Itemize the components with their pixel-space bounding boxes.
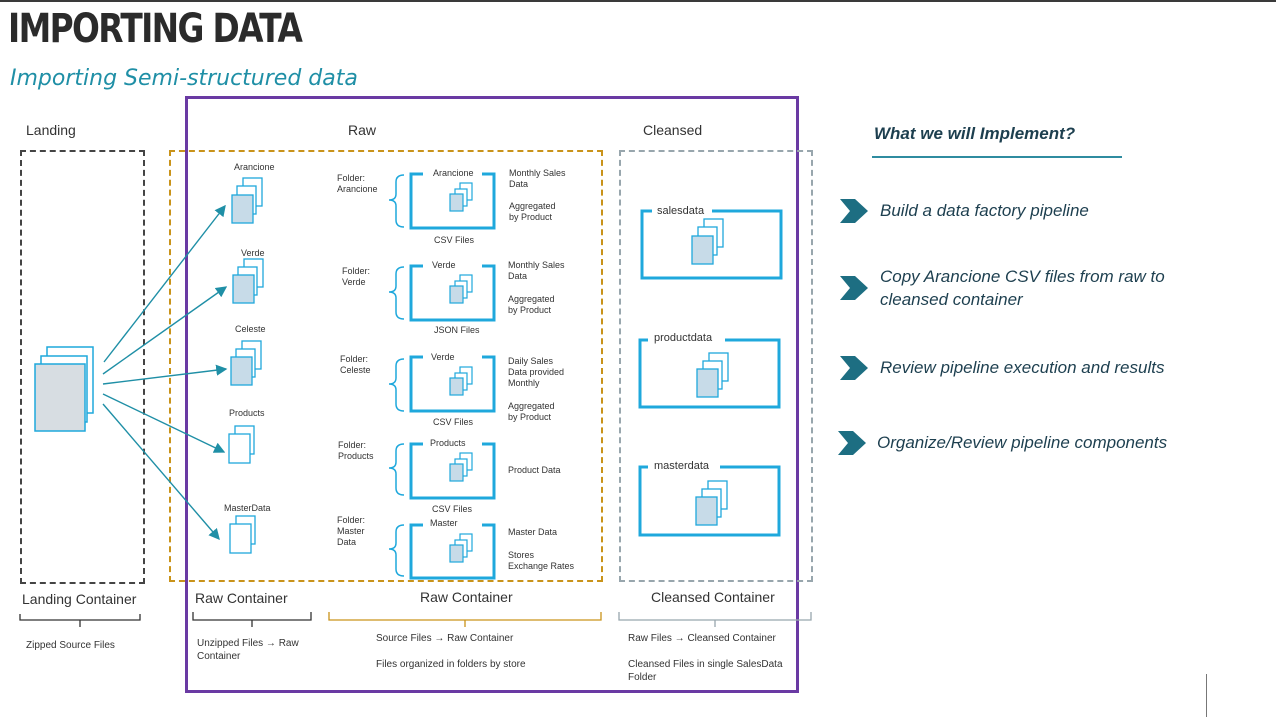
file-icon-celeste [230, 340, 262, 386]
page-subtitle: Importing Semi-structured data [10, 66, 358, 91]
cleansed-container-productdata-graphic [638, 338, 781, 409]
landing-container-note: Zipped Source Files [26, 640, 115, 651]
zone-label-raw: Raw [348, 122, 377, 138]
raw-folder-box-label: Products [430, 438, 466, 448]
implement-item: Copy Arancione CSV files from raw to cle… [880, 267, 1165, 309]
raw-folder-file-type: CSV Files [434, 235, 475, 245]
implementation-scope-frame [185, 96, 799, 693]
raw-folder-box-label: Arancione [433, 168, 474, 178]
landing-zip-file-icon [34, 346, 94, 432]
raw-folder-box-label: Master [430, 518, 458, 528]
cleansed-label-productdata: productdata [654, 332, 713, 344]
arrow-to-arancione [103, 204, 226, 363]
cleansed-container-masterdata-graphic [638, 465, 781, 537]
arrow-to-masterdata [102, 403, 220, 541]
file-label-arancione: Arancione [234, 162, 275, 172]
file-label-verde: Verde [241, 248, 265, 258]
raw-folder-verde-graphic [388, 264, 496, 322]
raw-folder-products-graphic [388, 442, 496, 500]
arrow-to-celeste [102, 364, 228, 385]
file-label-masterdata: MasterData [224, 503, 271, 513]
diagram-graphics [19, 172, 812, 627]
implement-item: Organize/Review pipeline components [877, 433, 1168, 452]
raw-folder-celeste-graphic [388, 355, 496, 413]
raw-folder-box-label: Verde [431, 352, 455, 362]
raw-container-right-note-1: Source Files → Raw Container [376, 633, 514, 644]
raw-container-left-note: Unzipped Files → Raw Container [197, 638, 299, 662]
cleansed-label-masterdata: masterdata [654, 460, 710, 472]
cleansed-container-note-1: Raw Files → Cleansed Container [628, 633, 776, 644]
raw-folder-file-type: JSON Files [434, 325, 480, 335]
raw-folder-master-graphic [388, 523, 496, 580]
landing-arrows [102, 204, 228, 541]
implement-title-underline [872, 156, 1122, 158]
file-icon-arancione [231, 177, 263, 224]
implement-title: What we will Implement? [874, 124, 1076, 143]
file-label-products: Products [229, 408, 265, 418]
raw-folder-description: Product Data [508, 465, 561, 475]
cleansed-label-salesdata: salesdata [657, 205, 705, 217]
chevron-right-icon [840, 276, 868, 300]
page-title: IMPORTING DATA [8, 6, 303, 52]
file-icon-verde [232, 258, 264, 304]
raw-folder-box-label: Verde [432, 260, 456, 270]
raw-folder-arancione-graphic [388, 172, 496, 230]
landing-zone-frame [20, 150, 145, 584]
zone-label-cleansed: Cleansed [643, 122, 703, 138]
raw-container-right-note-2: Files organized in folders by store [376, 659, 526, 670]
raw-container-right-label: Raw Container [420, 589, 513, 605]
raw-zone-frame [169, 150, 603, 582]
chevron-right-icon [840, 199, 868, 223]
arrow-to-products [102, 393, 226, 453]
raw-container-left-label: Raw Container [195, 590, 288, 606]
raw-folder-label: Folder:Verde [342, 266, 371, 287]
landing-container-label: Landing Container [22, 591, 137, 607]
raw-folder-description: Master Data [508, 527, 558, 537]
slide-divider-line [1206, 674, 1207, 717]
cleansed-container-label: Cleansed Container [651, 589, 775, 605]
top-border-line [0, 0, 1276, 2]
cleansed-zone-frame [619, 150, 813, 582]
cleansed-container-note-2: Cleansed Files in single SalesData Folde… [628, 659, 783, 683]
cleansed-file-stacks [691, 218, 729, 526]
file-icon-masterdata [229, 515, 256, 554]
raw-folder-file-stacks [449, 182, 473, 563]
cleansed-container-salesdata-graphic [640, 209, 783, 280]
raw-folder-label: Folder:Celeste [340, 354, 371, 375]
raw-folder-label: Folder:Arancione [337, 173, 378, 194]
file-icon-products [228, 425, 255, 464]
arrow-to-verde [102, 286, 228, 375]
raw-folder-file-type: CSV Files [432, 504, 473, 514]
file-label-celeste: Celeste [235, 324, 266, 334]
raw-folder-label: Folder:Products [338, 440, 374, 461]
chevron-right-icon [840, 356, 868, 380]
implement-item: Build a data factory pipeline [880, 201, 1089, 220]
chevron-right-icon [838, 431, 866, 455]
footer-braces [19, 612, 812, 627]
zone-label-landing: Landing [26, 122, 76, 138]
implement-item: Review pipeline execution and results [880, 358, 1165, 377]
raw-folder-file-type: CSV Files [433, 417, 474, 427]
